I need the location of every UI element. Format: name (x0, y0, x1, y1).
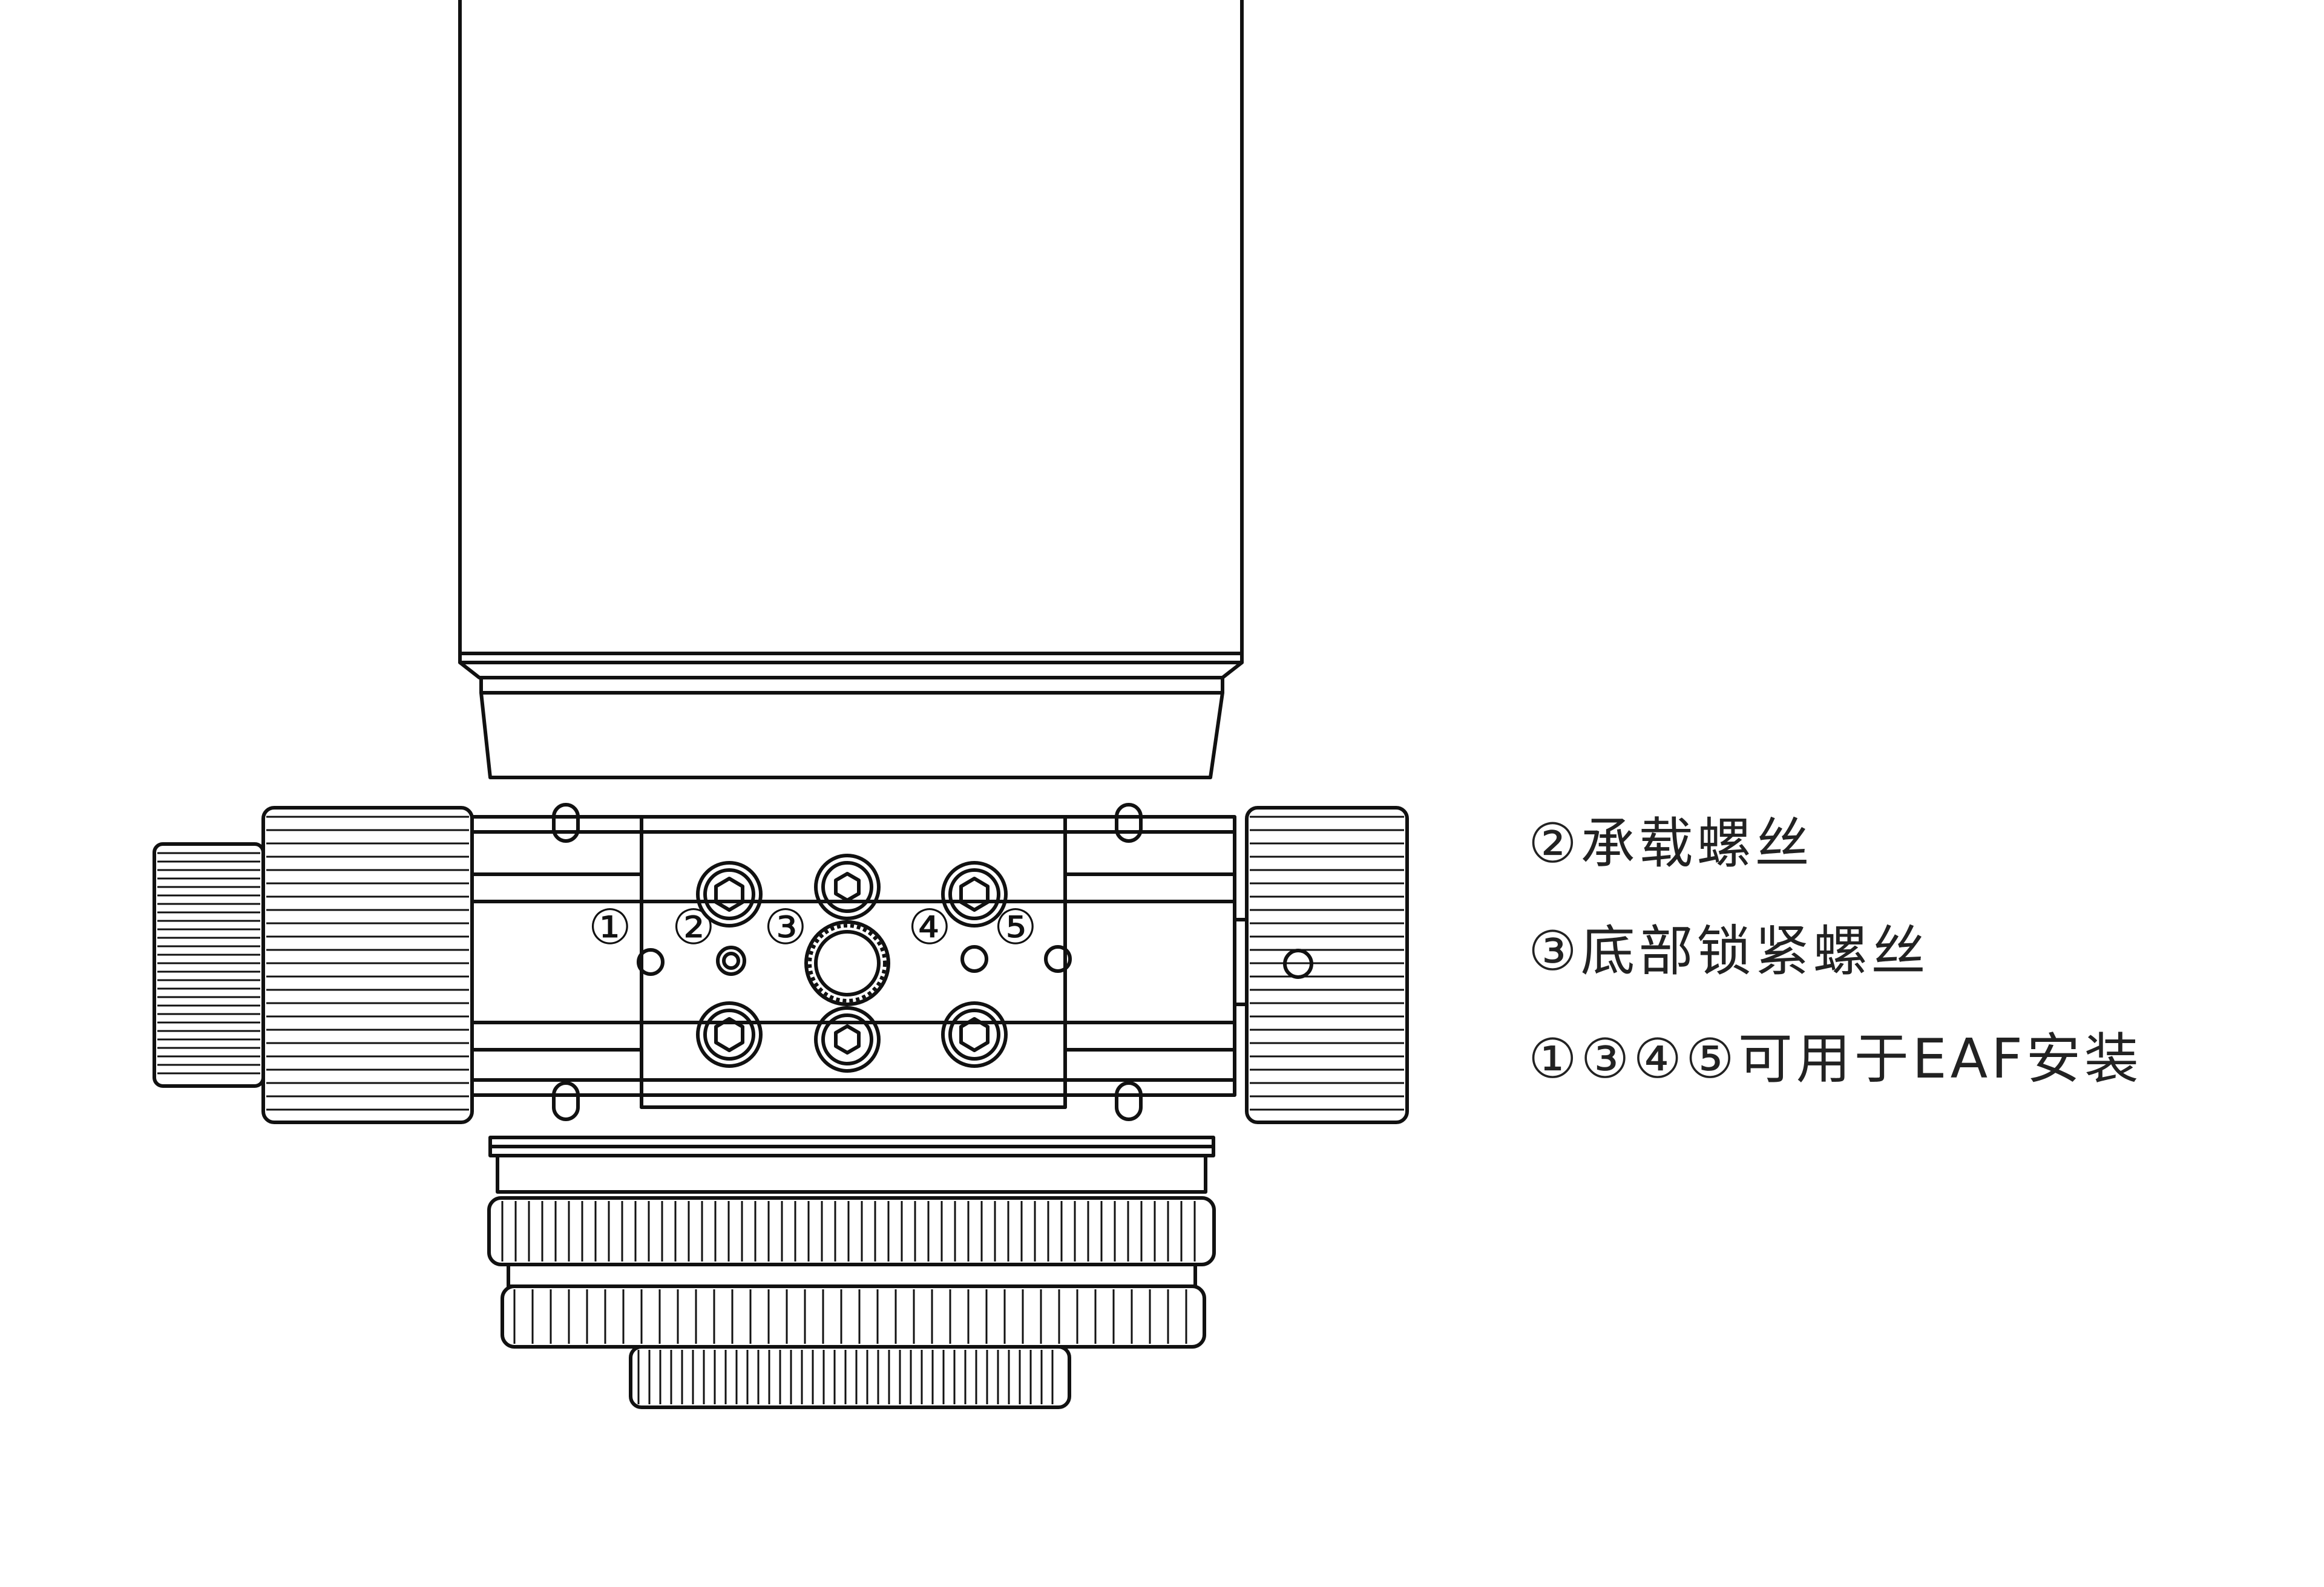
telescope-tube (458, 0, 1244, 679)
callout-numbers: ① ② ③ ④ ⑤ (588, 899, 1037, 955)
legend: ②承载螺丝 ③底部锁紧螺丝 ①③④⑤可用于EAF安装 (1528, 817, 2142, 1140)
drawtube-rings (487, 1136, 1216, 1409)
callout-3: ③ (764, 899, 807, 955)
callout-5: ⑤ (994, 899, 1037, 955)
callout-1: ① (588, 899, 632, 955)
mounting-holes (637, 945, 1072, 976)
focuser-block (470, 803, 1249, 1121)
right-focus-knob (1245, 806, 1409, 1124)
legend-line-1: ②承载螺丝 (1528, 812, 1813, 875)
legend-line-2: ③底部锁紧螺丝 (1528, 920, 1929, 983)
callout-2: ② (672, 899, 715, 955)
left-focus-knob (153, 806, 474, 1124)
bottom-lock-knob (804, 920, 890, 1006)
legend-line-3: ①③④⑤可用于EAF安装 (1528, 1027, 2142, 1091)
focuser-collar (479, 676, 1224, 779)
callout-4: ④ (908, 899, 951, 955)
socket-screws (696, 854, 1008, 1073)
